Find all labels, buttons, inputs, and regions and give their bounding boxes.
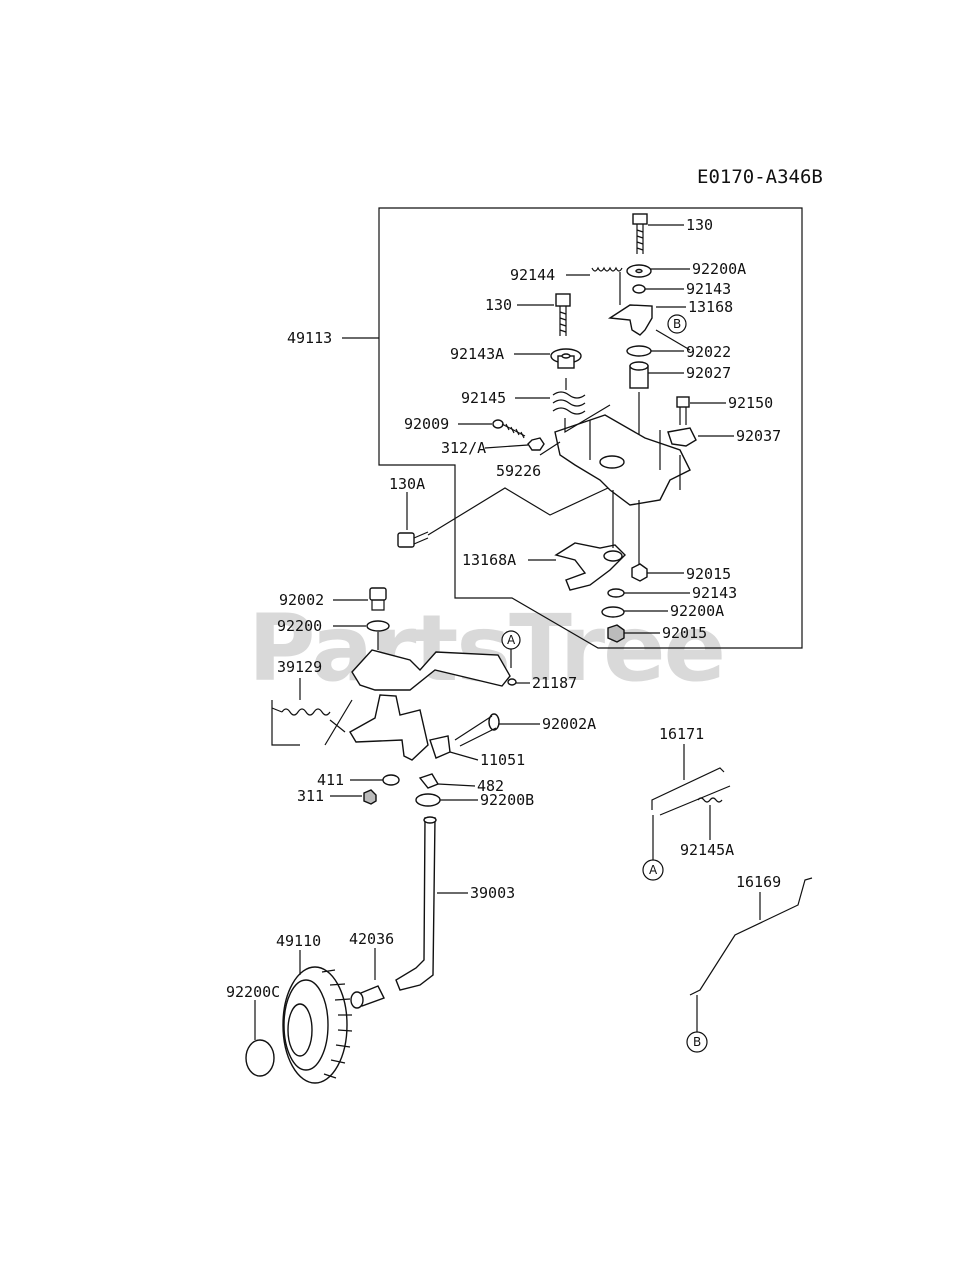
label-92200A-top: 92200A <box>692 260 746 278</box>
label-92015-b: 92015 <box>662 624 707 642</box>
label-92022: 92022 <box>686 343 731 361</box>
spring-39129[interactable] <box>281 708 331 716</box>
pin-42036[interactable] <box>350 985 385 1009</box>
lever-13168[interactable] <box>607 304 653 336</box>
bolt-92002[interactable] <box>369 587 387 611</box>
rod-16171[interactable] <box>651 767 731 816</box>
shaft-39003[interactable] <box>395 816 437 991</box>
label-92143A: 92143A <box>450 345 504 363</box>
label-39129: 39129 <box>277 658 322 676</box>
nut-311[interactable] <box>363 789 377 805</box>
bolt-92002A[interactable] <box>454 713 500 747</box>
label-92002A: 92002A <box>542 715 596 733</box>
label-92002: 92002 <box>279 591 324 609</box>
label-411: 411 <box>317 771 344 789</box>
label-39003: 39003 <box>470 884 515 902</box>
nut-92015-b[interactable] <box>607 624 625 643</box>
nut-92015-a[interactable] <box>631 563 648 582</box>
label-13168A: 13168A <box>462 551 516 569</box>
label-59226: 59226 <box>496 462 541 480</box>
bushing-92143A[interactable] <box>550 348 582 369</box>
label-92143-top: 92143 <box>686 280 731 298</box>
label-92200B: 92200B <box>480 791 534 809</box>
label-92145: 92145 <box>461 389 506 407</box>
bolt-130-mid[interactable] <box>555 293 571 336</box>
washer-92200C[interactable] <box>245 1039 275 1077</box>
diagram-code: E0170-A346B <box>697 166 823 188</box>
lever-21187[interactable] <box>351 649 511 691</box>
ref-b-top <box>667 314 687 334</box>
washer-92143-top[interactable] <box>632 284 646 294</box>
spring-92144[interactable] <box>591 266 623 272</box>
washer-92143-b[interactable] <box>607 588 625 598</box>
label-92200: 92200 <box>277 617 322 635</box>
arm-11051[interactable] <box>349 694 429 761</box>
label-130-top: 130 <box>686 216 713 234</box>
label-21187: 21187 <box>532 674 577 692</box>
washer-92200A-b[interactable] <box>601 606 625 618</box>
label-130A: 130A <box>389 475 425 493</box>
nut-312A[interactable] <box>527 437 545 451</box>
rod-16169[interactable] <box>689 877 813 996</box>
label-92144: 92144 <box>510 266 555 284</box>
label-92027: 92027 <box>686 364 731 382</box>
label-130-mid: 130 <box>485 296 512 314</box>
bracket-92037[interactable] <box>667 427 697 447</box>
bolt-130-top[interactable] <box>632 213 648 254</box>
collar-92027[interactable] <box>629 361 649 389</box>
svg-text:A: A <box>649 863 658 877</box>
screw-92009[interactable] <box>492 419 526 439</box>
label-42036: 42036 <box>349 930 394 948</box>
label-49113: 49113 <box>287 329 332 347</box>
assembly-49113-outline <box>378 207 803 649</box>
label-92143-b: 92143 <box>692 584 737 602</box>
label-312A: 312/A <box>441 439 486 457</box>
label-92200C: 92200C <box>226 983 280 1001</box>
bolt-130A[interactable] <box>397 531 429 548</box>
label-49110: 49110 <box>276 932 321 950</box>
label-482: 482 <box>477 777 504 795</box>
label-13168: 13168 <box>688 298 733 316</box>
label-11051: 11051 <box>480 751 525 769</box>
screw-92150[interactable] <box>676 396 690 425</box>
label-92009: 92009 <box>404 415 449 433</box>
label-92145A: 92145A <box>680 841 734 859</box>
svg-text:B: B <box>693 1035 701 1049</box>
label-16171: 16171 <box>659 725 704 743</box>
lever-13168A[interactable] <box>554 542 626 591</box>
washer-92200[interactable] <box>366 620 390 632</box>
gear-49110[interactable] <box>282 966 353 1084</box>
washer-92200B[interactable] <box>415 793 441 807</box>
spring-92145A[interactable] <box>697 797 723 803</box>
svg-text:A: A <box>507 633 516 647</box>
clip-482[interactable] <box>418 773 440 789</box>
label-16169: 16169 <box>736 873 781 891</box>
label-311: 311 <box>297 787 324 805</box>
washer-92022[interactable] <box>626 345 652 357</box>
label-92015-a: 92015 <box>686 565 731 583</box>
label-92200A-b: 92200A <box>670 602 724 620</box>
label-92037: 92037 <box>736 427 781 445</box>
svg-text:B: B <box>673 317 681 331</box>
washer-411[interactable] <box>382 774 400 786</box>
label-92150: 92150 <box>728 394 773 412</box>
spring-92145[interactable] <box>552 391 586 415</box>
